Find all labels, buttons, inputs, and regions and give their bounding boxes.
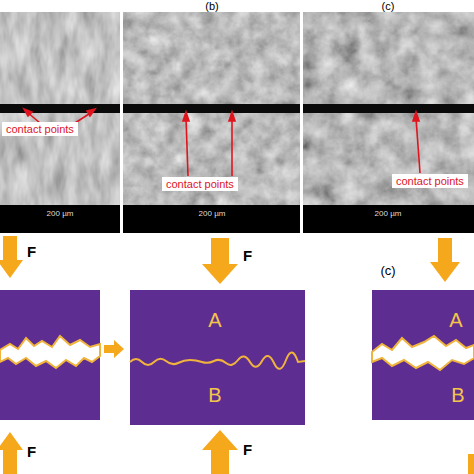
force-label: F [243,442,252,459]
force-label: F [27,244,36,261]
force-arrow [0,236,474,474]
scale-bar-text: 200 µm [375,210,402,219]
callout-label: contact points [392,174,468,188]
rough-gap [372,336,474,370]
contact-block [0,290,474,425]
body-label: A [208,309,221,332]
scale-bar-text: 200 µm [47,210,74,219]
panel-label: (c) [380,264,395,278]
callout-label: contact points [162,177,238,191]
panel-label: (b) [205,0,218,12]
sem-image [0,12,474,233]
body-label: A [449,309,462,332]
callout-label: contact points [2,122,78,136]
force-label: F [243,248,252,265]
body-label: B [208,384,221,407]
closed-interface [130,352,305,368]
body-label: B [451,384,464,407]
contact-block: AB [130,290,305,425]
rough-gap [0,336,100,368]
panel-label: (c) [382,0,395,12]
contact-block: AB [372,290,474,420]
pointer-arrow [24,109,420,176]
force-label: F [27,444,36,461]
scale-bar-text: 200 µm [199,210,226,219]
